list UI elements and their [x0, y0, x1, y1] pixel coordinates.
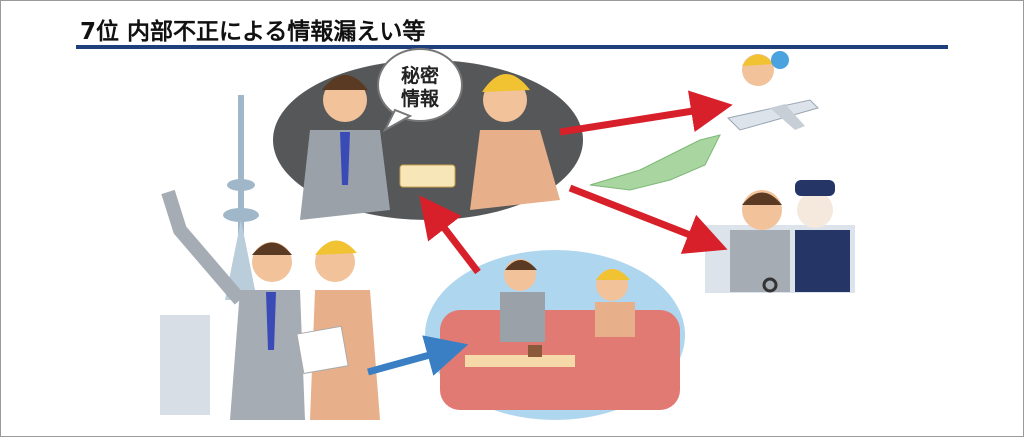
slide-title: 7位 内部不正による情報漏えい等 [80, 19, 426, 45]
arrow-cafe-to-deal [419, 195, 481, 275]
arrest-scene [705, 180, 855, 293]
arrow-street-to-cafe [367, 335, 469, 376]
speech-bubble-line2: 情報 [401, 87, 440, 110]
arrow-to-overseas [559, 90, 733, 136]
arrow-to-arrest [568, 184, 728, 254]
secret-deal-scene: 秘密 情報 [273, 48, 583, 220]
title-underline [76, 45, 948, 49]
cafe-scene [425, 250, 685, 420]
speech-bubble-line1: 秘密 [401, 64, 439, 87]
airplane-escape [727, 51, 819, 131]
skytree-tower [160, 95, 259, 415]
two-men-street [161, 189, 380, 420]
japan-map [589, 134, 721, 191]
